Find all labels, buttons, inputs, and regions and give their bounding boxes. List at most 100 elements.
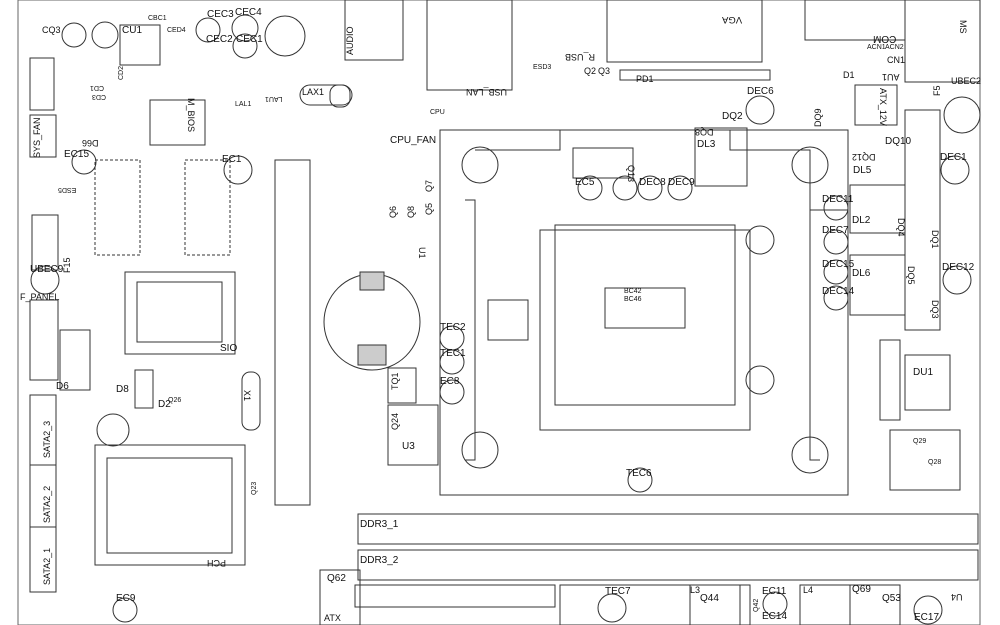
label-u3: U3 xyxy=(402,441,415,452)
label-f-panel: F_PANEL xyxy=(20,292,60,302)
label-dl2: DL2 xyxy=(852,215,871,226)
label-au1: AU1 xyxy=(882,72,900,82)
label-lal1: LAL1 xyxy=(235,101,252,108)
label-atx-12v: ATX_12V xyxy=(878,88,888,126)
label-d8: D8 xyxy=(116,384,129,395)
label-ec9: EC9 xyxy=(116,593,136,604)
label-acn1: ACN1 xyxy=(867,44,886,51)
label-lau1: LAU1 xyxy=(265,95,283,102)
label-vga: VGA xyxy=(722,14,743,25)
label-tec1: TEC1 xyxy=(440,348,466,359)
label-dq1: DQ1 xyxy=(930,230,940,249)
label-ubec9: UBEC9 xyxy=(30,264,64,275)
label-q53: Q53 xyxy=(882,593,901,604)
label-dq2: DQ2 xyxy=(722,111,743,122)
label-m-bios: M_BIOS xyxy=(186,98,196,133)
label-f15: F15 xyxy=(62,257,72,273)
label-q7: Q7 xyxy=(424,179,434,192)
label-q62: Q62 xyxy=(327,573,346,584)
label-ec5: EC5 xyxy=(575,177,595,188)
label-q44: Q44 xyxy=(700,593,719,604)
label-dec11: DEC11 xyxy=(822,194,854,205)
label-cec4: CEC4 xyxy=(235,7,262,18)
label-dec1: DEC1 xyxy=(940,152,967,163)
label-d1: D1 xyxy=(843,70,855,80)
label-q23: Q23 xyxy=(251,481,258,495)
label-cu1: CU1 xyxy=(122,25,143,36)
label-cec3: CEC3 xyxy=(207,9,234,20)
label-ddr3-2: DDR3_2 xyxy=(360,555,399,566)
label-cpu: CPU xyxy=(430,109,445,116)
label-pch: PCH xyxy=(207,558,227,568)
label-ubec2: UBEC2 xyxy=(951,76,982,86)
label-du1: DU1 xyxy=(913,367,934,378)
label-bc42: BC42 xyxy=(624,288,642,295)
label-ddr3-1: DDR3_1 xyxy=(360,519,399,530)
label-q8: Q8 xyxy=(406,205,416,218)
label-sys-fan: SYS_FAN xyxy=(32,117,42,158)
label-esd3: ESD3 xyxy=(533,64,552,71)
label-q24: Q24 xyxy=(390,412,400,430)
label-d2: D2 xyxy=(158,399,171,410)
label-u1: U1 xyxy=(417,247,427,259)
label-sata2-2: SATA2_2 xyxy=(42,485,52,523)
label-ec11: EC11 xyxy=(762,586,787,597)
label-audio: AUDIO xyxy=(345,26,355,55)
label-dl6: DL6 xyxy=(852,268,871,279)
label-cq3: CQ3 xyxy=(42,25,61,35)
label-dq8: DQ8 xyxy=(695,127,714,137)
label-atx: ATX xyxy=(324,613,341,623)
label-tec7: TEC7 xyxy=(605,586,631,597)
label-dec15: DEC15 xyxy=(822,259,855,270)
label-q5: Q5 xyxy=(424,202,434,215)
label-x1: X1 xyxy=(242,390,252,402)
label-lax1: LAX1 xyxy=(302,87,325,97)
label-dq10: DQ10 xyxy=(885,136,912,147)
label-q3: Q3 xyxy=(598,66,611,76)
label-dec12: DEC12 xyxy=(942,262,975,273)
label-ec1: EC1 xyxy=(222,154,242,165)
label-cd2: CD2 xyxy=(118,65,125,80)
label-cn1: CN1 xyxy=(887,55,906,65)
label-q6: Q6 xyxy=(388,205,398,218)
label-com: COM xyxy=(873,33,897,44)
label-bc46: BC46 xyxy=(624,296,642,303)
label-d6: D6 xyxy=(56,381,69,392)
label-dec14: DEC14 xyxy=(822,286,855,297)
label-acn2: ACN2 xyxy=(885,44,904,51)
label-cpu-fan: CPU_FAN xyxy=(390,135,437,146)
label-sio: SIO xyxy=(220,343,238,354)
label-l4: L4 xyxy=(803,585,814,595)
label-sata2-3: SATA2_3 xyxy=(42,420,52,458)
label-cec2: CEC2 xyxy=(206,34,233,45)
label-dq12: DQ12 xyxy=(852,152,876,162)
label-dec8: DEC8 xyxy=(639,177,666,188)
label-l3: L3 xyxy=(690,585,701,595)
label-q2: Q2 xyxy=(584,66,597,76)
label-q29: Q29 xyxy=(913,438,927,445)
label-dec6: DEC6 xyxy=(747,86,774,97)
label-q28: Q28 xyxy=(928,459,942,466)
label-ec14: EC14 xyxy=(762,611,788,622)
label-u4: U4 xyxy=(951,592,963,602)
label-ec17: EC17 xyxy=(914,612,940,623)
label-dq9: DQ9 xyxy=(813,108,823,127)
label-tec2: TEC2 xyxy=(440,322,466,333)
label-esd5: ESD5 xyxy=(58,186,77,193)
label-pd1: PD1 xyxy=(636,74,654,84)
label-ms: MS xyxy=(958,20,968,34)
label-usb-lan: USB_LAN xyxy=(466,87,508,97)
label-q13: Q13 xyxy=(626,165,636,183)
label-ec15: EC15 xyxy=(64,149,90,160)
label-dec7: DEC7 xyxy=(822,225,849,236)
label-dl3: DL3 xyxy=(697,139,716,150)
label-ec8: EC8 xyxy=(440,376,460,387)
label-dq4: DQ4 xyxy=(896,218,906,237)
label-q69: Q69 xyxy=(852,584,871,595)
label-q26: Q26 xyxy=(168,397,182,404)
label-cbc1: CBC1 xyxy=(148,15,167,22)
label-d66: D66 xyxy=(82,138,99,148)
label-cd3: CD3 xyxy=(92,93,107,100)
